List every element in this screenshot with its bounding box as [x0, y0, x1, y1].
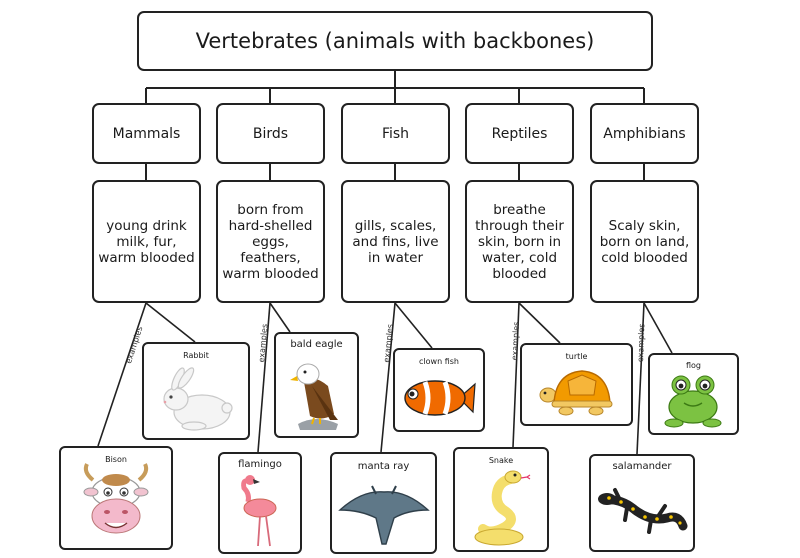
class-description: born from hard-shelled eggs, feathers, w…	[222, 201, 319, 282]
frog-icon	[664, 375, 722, 428]
example-card-bison: Bison	[59, 446, 173, 550]
class-description: gills, scales, and fins, live in water	[352, 217, 439, 266]
turtle-icon	[539, 370, 613, 416]
example-card-manta-ray: manta ray	[330, 452, 437, 554]
class-name: Fish	[381, 125, 410, 142]
class-name: Birds	[252, 125, 289, 142]
class-description: Scaly skin, born on land, cold blooded	[599, 217, 690, 266]
example-card-turtle: turtle	[520, 343, 633, 426]
class-description: breathe through their skin, born in wate…	[475, 201, 564, 282]
eagle-icon	[290, 363, 338, 430]
example-card-clown-fish: clown fish	[393, 348, 485, 432]
example-label: bald eagle	[290, 339, 343, 350]
example-card-rabbit: Rabbit	[142, 342, 250, 440]
rabbit-icon	[163, 367, 233, 431]
salamander-icon	[598, 488, 688, 534]
root-node-vertebrates: Vertebrates (animals with backbones)	[137, 11, 653, 71]
example-card-flog: flog	[648, 353, 739, 435]
desc-node-reptiles: breathe through their skin, born in wate…	[465, 180, 574, 303]
example-label: Snake	[488, 456, 514, 465]
example-card-flamingo: flamingo	[218, 452, 302, 554]
class-node-fish: Fish	[341, 103, 450, 164]
class-name: Mammals	[112, 125, 181, 142]
example-label: turtle	[565, 352, 588, 361]
class-description: young drink milk, fur, warm blooded	[98, 217, 195, 266]
class-node-amphibians: Amphibians	[590, 103, 699, 164]
desc-node-birds: born from hard-shelled eggs, feathers, w…	[216, 180, 325, 303]
example-card-bald-eagle: bald eagle	[274, 332, 359, 438]
root-title: Vertebrates (animals with backbones)	[195, 29, 595, 53]
desc-node-mammals: young drink milk, fur, warm blooded	[92, 180, 201, 303]
example-label: flamingo	[238, 459, 282, 470]
flamingo-icon	[241, 475, 277, 547]
example-card-snake: Snake	[453, 447, 549, 552]
bison-icon	[83, 463, 149, 534]
example-label: salamander	[612, 461, 672, 472]
class-node-reptiles: Reptiles	[465, 103, 574, 164]
desc-node-amphibians: Scaly skin, born on land, cold blooded	[590, 180, 699, 303]
fish-icon	[404, 380, 476, 416]
manta-ray-icon	[338, 485, 430, 545]
desc-node-fish: gills, scales, and fins, live in water	[341, 180, 450, 303]
class-node-birds: Birds	[216, 103, 325, 164]
example-label: Rabbit	[183, 351, 209, 360]
class-name: Amphibians	[603, 125, 686, 142]
examples-label-amphibians: examples	[636, 323, 647, 363]
example-label: flog	[685, 361, 701, 370]
example-label: Bison	[105, 455, 127, 464]
example-label: clown fish	[419, 357, 459, 366]
example-label: manta ray	[357, 461, 410, 472]
example-card-salamander: salamander	[589, 454, 695, 552]
class-node-mammals: Mammals	[92, 103, 201, 164]
class-name: Reptiles	[491, 125, 548, 142]
snake-icon	[474, 470, 531, 546]
